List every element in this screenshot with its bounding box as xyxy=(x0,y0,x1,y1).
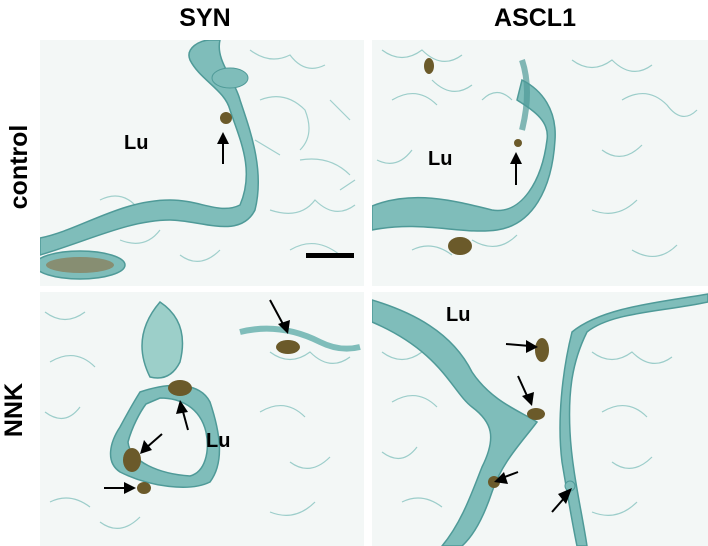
lumen-label: Lu xyxy=(428,148,453,170)
lumen-label: Lu xyxy=(124,132,149,154)
row-label-control: control xyxy=(5,124,33,210)
micrograph-syn-nnk: Lu xyxy=(40,292,364,546)
micrograph-syn-control: Lu xyxy=(40,40,364,286)
tissue-image xyxy=(40,292,364,546)
tissue-image xyxy=(40,40,364,286)
lumen-label: Lu xyxy=(446,304,471,326)
row-label-nnk: NNK xyxy=(0,382,28,438)
tissue-image xyxy=(372,292,708,546)
column-label-syn: SYN xyxy=(179,4,231,32)
lumen-label: Lu xyxy=(206,430,231,452)
micrograph-ascl1-control: Lu xyxy=(372,40,708,286)
micrograph-ascl1-nnk: Lu xyxy=(372,292,708,546)
column-label-ascl1: ASCL1 xyxy=(494,4,576,32)
tissue-image xyxy=(372,40,708,286)
